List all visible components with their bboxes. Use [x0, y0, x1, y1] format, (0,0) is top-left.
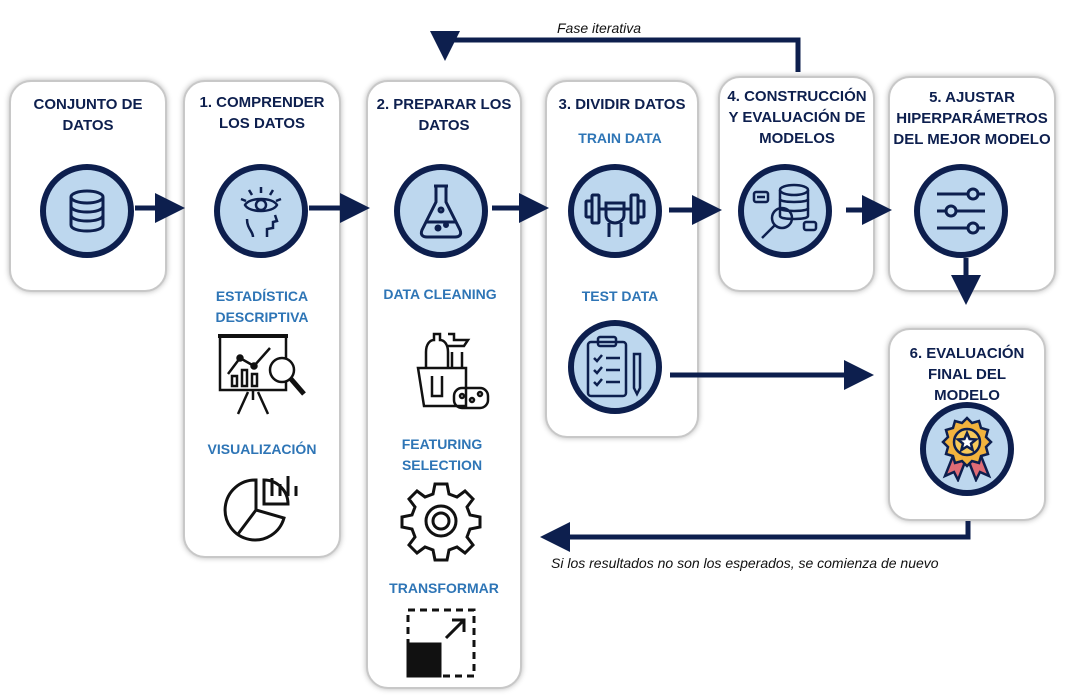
box-comprender: [183, 80, 341, 558]
sliders-icon: [914, 164, 1008, 258]
step-title-construccion: 4. CONSTRUCCIÓN Y EVALUACIÓN DE MODELOS: [727, 88, 867, 147]
sub-visualizacion: VISUALIZACIÓN: [207, 441, 317, 457]
arrow-restart-loop: [540, 521, 971, 552]
resize-icon: [404, 606, 478, 685]
database-icon: [40, 164, 134, 258]
sub-test-data: TEST DATA: [581, 288, 659, 304]
step-title-dividir: 3. DIVIDIR DATOS: [558, 96, 686, 113]
cleaning-supplies-icon: [408, 330, 492, 417]
head-eye-icon: [214, 164, 308, 258]
gear-icon: [400, 480, 482, 567]
step-title-ajustar: 5. AJUSTAR HIPERPARÁMETROS DEL MEJOR MOD…: [893, 89, 1051, 148]
clipboard-checklist-icon: [568, 320, 662, 414]
award-badge-icon: [920, 402, 1014, 496]
pie-chart-icon: [220, 474, 304, 549]
sub-data-cleaning: DATA CLEANING: [383, 286, 497, 302]
note-iterative: Fase iterativa: [557, 20, 642, 36]
dumbbell-icon: [568, 164, 662, 258]
presentation-board-icon: [216, 330, 308, 421]
step-title-conjunto: CONJUNTO DE DATOS: [33, 96, 143, 134]
sub-estadistica: ESTADÍSTICA DESCRIPTIVA: [215, 288, 309, 325]
arrow-iterative-loop: [430, 31, 801, 72]
sub-train-data: TRAIN DATA: [578, 130, 662, 146]
sub-featuring: FEATURING SELECTION: [401, 436, 483, 473]
step-title-preparar: 2. PREPARAR LOS DATOS: [376, 96, 512, 134]
step-title-comprender: 1. COMPRENDER LOS DATOS: [199, 94, 325, 132]
data-search-icon: [738, 164, 832, 258]
note-restart: Si los resultados no son los esperados, …: [551, 555, 939, 571]
step-title-evaluacion-final: 6. EVALUACIÓN FINAL DEL MODELO: [909, 345, 1025, 404]
sub-transformar: TRANSFORMAR: [389, 580, 499, 596]
flask-icon: [394, 164, 488, 258]
